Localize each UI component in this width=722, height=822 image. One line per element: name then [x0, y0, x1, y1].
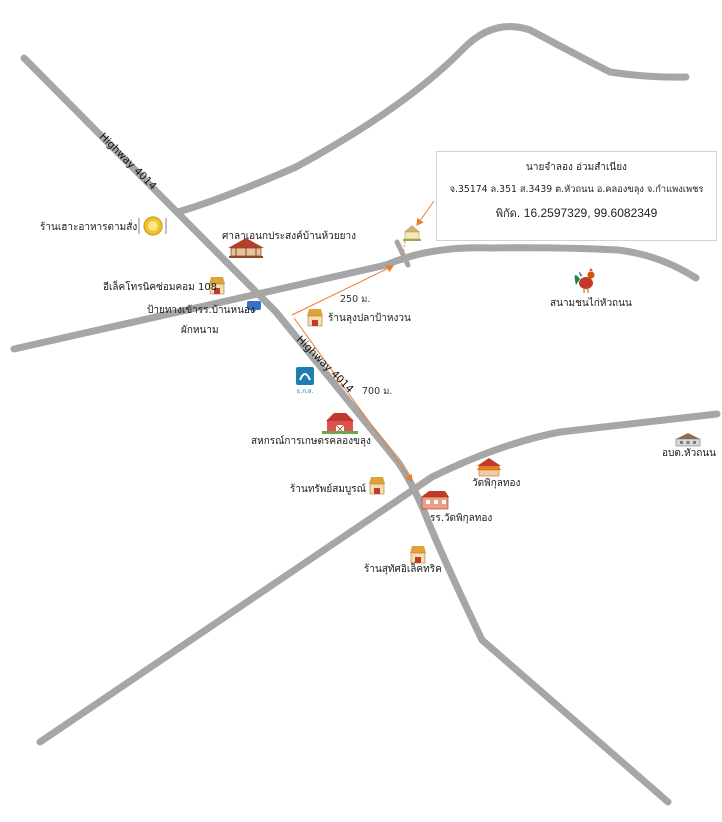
label-pavilion: ศาลาเอนกประสงค์บ้านห้วยยาง — [222, 230, 356, 242]
label-temple-school: รร.วัดพิกุลทอง — [430, 513, 492, 524]
bank-caption: ธ.ก.ส. — [297, 388, 314, 395]
shop-icon-electronics — [209, 277, 225, 295]
school-icon — [421, 491, 449, 510]
label-fish-shop: ร้านลุงปลาป้าหงวน — [328, 312, 411, 324]
plate-icon — [138, 216, 167, 236]
bus-stop-sign-icon — [247, 301, 261, 313]
owner-address: จ.35174 ล.351 ส.3439 ต.หัวถนน อ.คลองขลุง… — [449, 184, 704, 195]
distance-700m: 700 ม. — [362, 386, 392, 397]
label-coop: สหกรณ์การเกษตรคลองขลุง — [251, 435, 371, 447]
arrow-700m — [293, 317, 413, 482]
highway-label-1: Highway 4014 — [97, 131, 159, 193]
shop-icon-fish — [307, 309, 323, 327]
distance-250m: 250 ม. — [340, 294, 370, 305]
label-temple: วัดพิกุลทอง — [472, 478, 520, 489]
barn-icon — [322, 413, 358, 434]
shop-icon-suk — [410, 546, 426, 564]
bank-icon — [296, 367, 314, 385]
office-icon — [675, 433, 701, 447]
roads — [10, 23, 721, 806]
direction-arrows — [291, 200, 435, 482]
east-west-road — [10, 244, 700, 353]
label-sao-office: อบต.หัวถนน — [662, 448, 716, 459]
label-store-sombun: ร้านทรัพย์สมบูรณ์ — [290, 483, 366, 495]
shop-icon-sombun — [369, 477, 385, 495]
label-school-sign: ป้ายทางเข้ารร.บ้านหนอง — [147, 304, 255, 316]
label-electronics: อีเล็คโทรนิคซ่อมคอม 108 — [103, 279, 217, 293]
northern-curved-road — [174, 23, 690, 216]
label-restaurant: ร้านเฮาะอาหารตามสั่ง — [40, 219, 137, 233]
coordinates-line: พิกัด. 16.2597329, 99.6082349 — [437, 204, 716, 222]
owner-name: นายจำลอง อ่วมสำเนียง — [526, 162, 627, 173]
southern-diagonal-road — [36, 410, 721, 746]
coordinates-label: พิกัด. — [495, 207, 521, 220]
coordinates-value: 16.2597329, 99.6082349 — [523, 206, 658, 220]
arrow-250m — [291, 265, 394, 316]
label-school-sign-2: ผักหนาม — [181, 325, 219, 336]
label-cockfight: สนามชนไก่หัวถนน — [550, 297, 632, 309]
arrow-to-info — [416, 200, 435, 226]
highway-4014-road — [20, 54, 672, 806]
highway-label-2: Highway 4014 — [294, 334, 356, 396]
label-store-suk: ร้านสุทัศอิเล็คทริค — [364, 561, 442, 575]
house-icon — [403, 225, 421, 241]
house-spur-road — [394, 239, 411, 268]
temple-icon — [477, 458, 501, 477]
rooster-icon — [574, 268, 595, 293]
location-info-box: นายจำลอง อ่วมสำเนียง จ.35174 ล.351 ส.343… — [436, 151, 717, 241]
pavilion-icon — [228, 238, 264, 258]
